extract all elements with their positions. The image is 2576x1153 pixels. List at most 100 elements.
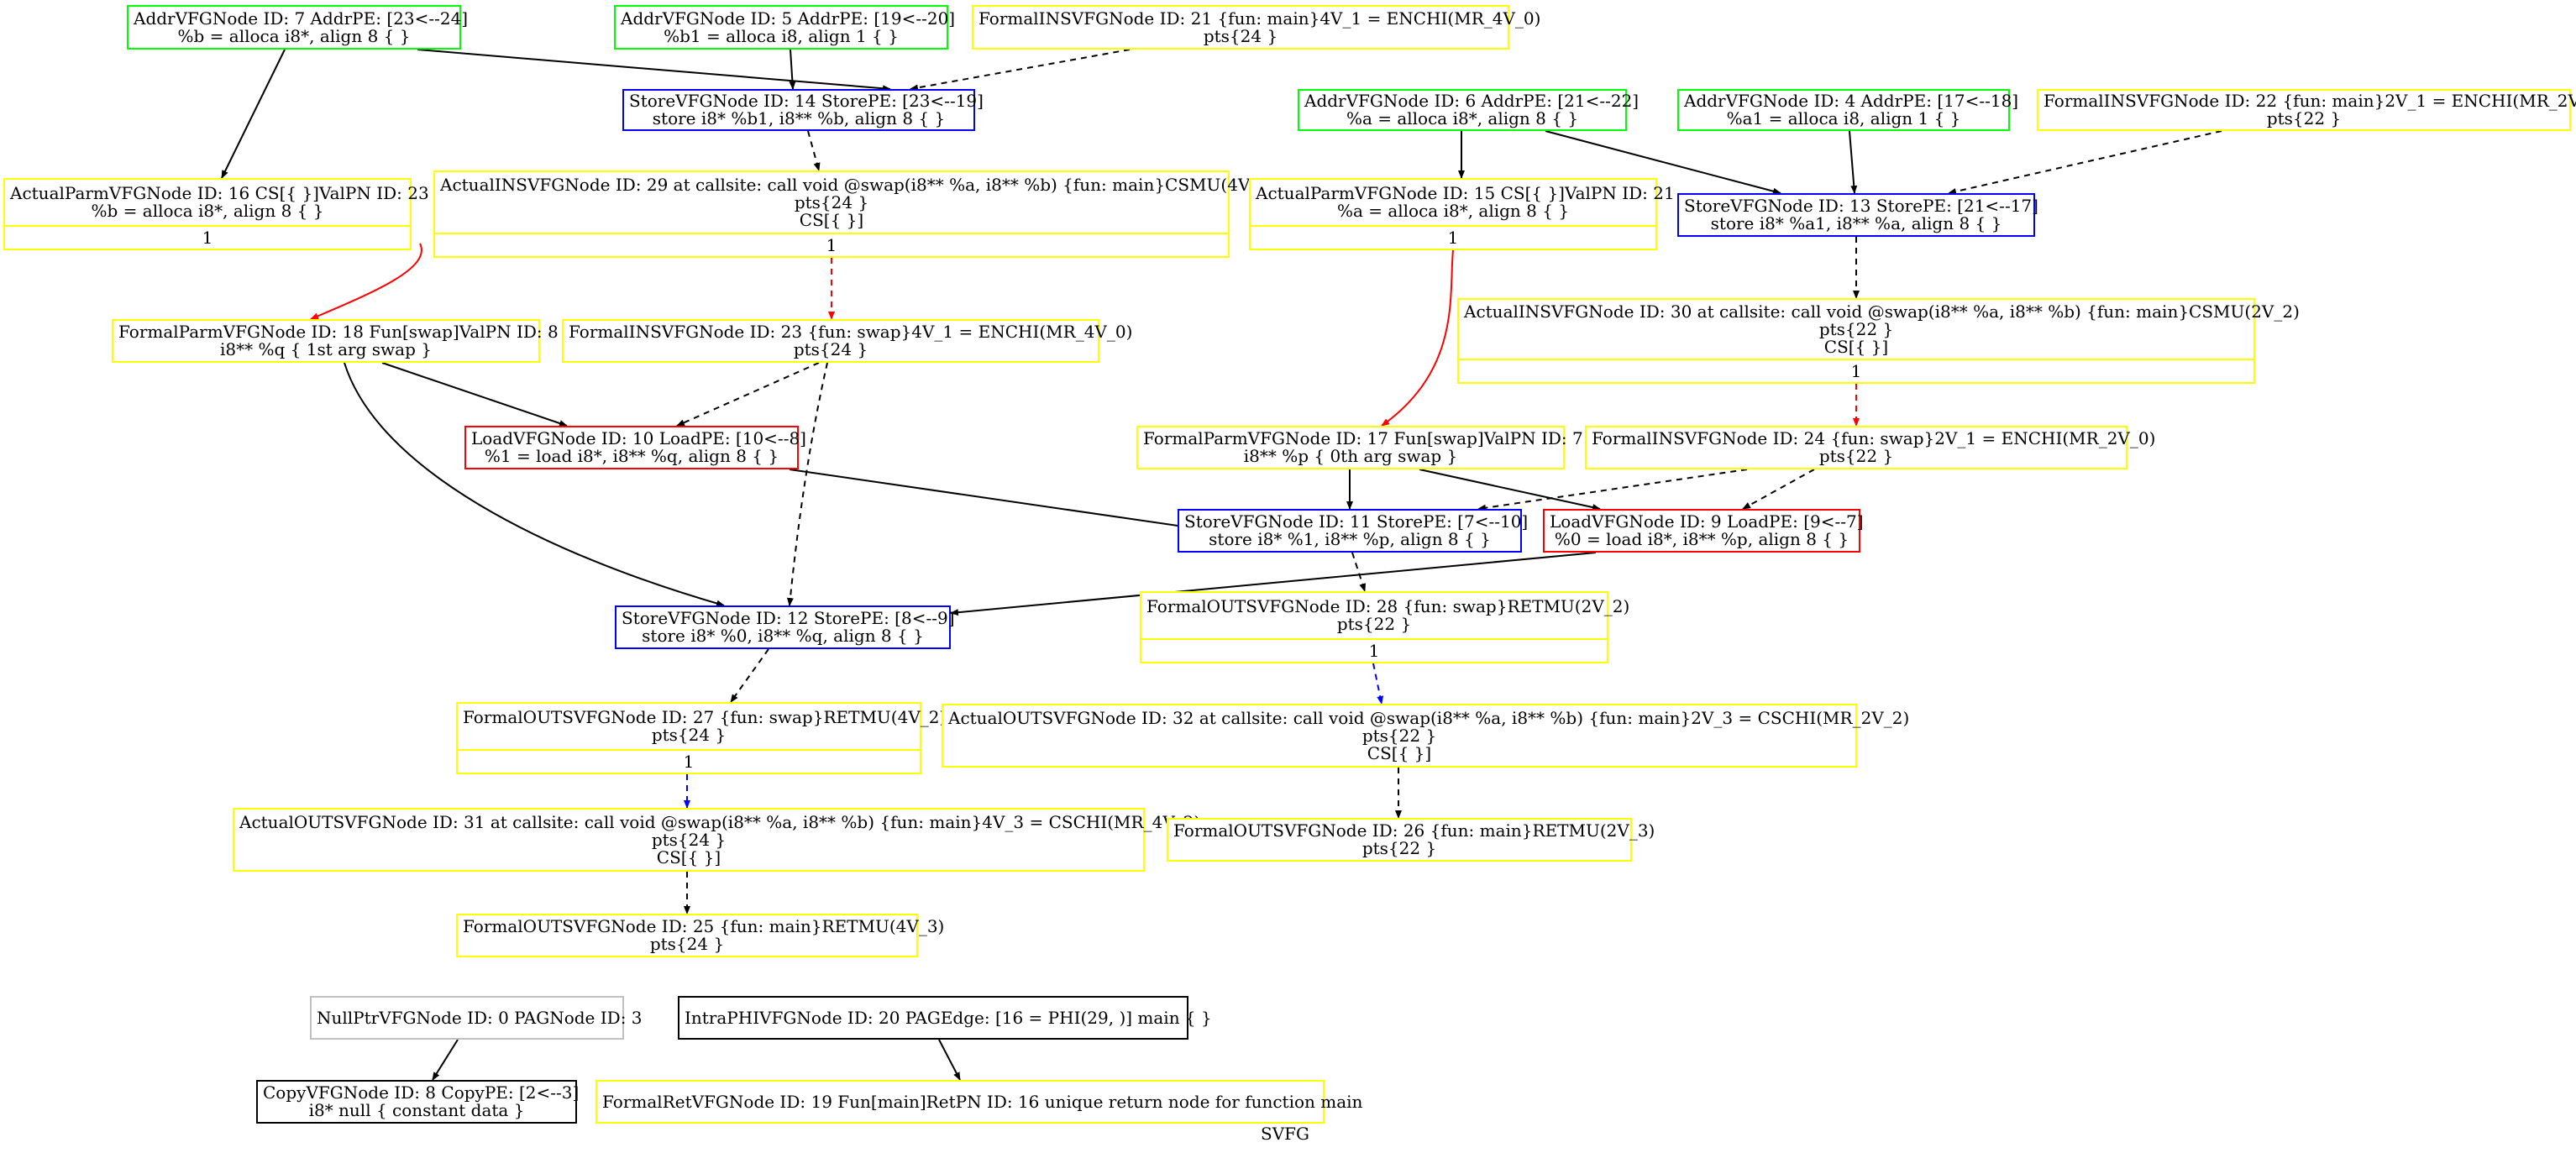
addr-node-6: AddrVFGNode ID: 6 AddrPE: [21<--22]%a = … xyxy=(1298,89,1640,131)
node-text: pts{22 } xyxy=(1818,318,1894,339)
node-text: NullPtrVFGNode ID: 0 PAGNode ID: 3 xyxy=(317,1007,643,1028)
store-node-12: StoreVFGNode ID: 12 StorePE: [8<--9]stor… xyxy=(615,605,955,649)
node-text: CS[{ }] xyxy=(1823,336,1889,357)
node-text: i8** %p { 0th arg swap } xyxy=(1243,446,1458,466)
node-text: FormalOUTSVFGNode ID: 27 {fun: swap}RETM… xyxy=(463,707,947,727)
edge-2 xyxy=(789,49,796,90)
node-text: FormalOUTSVFGNode ID: 25 {fun: main}RETM… xyxy=(463,916,945,936)
load-node-9: LoadVFGNode ID: 9 LoadPE: [9<--7]%0 = lo… xyxy=(1543,509,1864,553)
node-text: %a = alloca i8*, align 8 { } xyxy=(1346,108,1579,128)
edge-0 xyxy=(221,49,286,179)
node-text: FormalParmVFGNode ID: 18 Fun[swap]ValPN … xyxy=(118,322,559,342)
edge-17 xyxy=(344,362,725,607)
node-text: ActualParmVFGNode ID: 16 CS[{ }]ValPN ID… xyxy=(10,183,429,203)
edge-7 xyxy=(1849,130,1858,194)
edge-24 xyxy=(1351,552,1367,592)
graph-title: SVFG xyxy=(1261,1124,1309,1144)
node-text: pts{24 } xyxy=(793,339,868,359)
formal-out-node-26: FormalOUTSVFGNode ID: 26 {fun: main}RETM… xyxy=(1167,818,1655,862)
formal-in-node-24: FormalINSVFGNode ID: 24 {fun: swap}2V_1 … xyxy=(1585,426,2156,469)
node-port: 1 xyxy=(5,225,410,249)
actual-out-node-31: ActualOUTSVFGNode ID: 31 at callsite: ca… xyxy=(233,808,1200,872)
node-text: %a1 = alloca i8, align 1 { } xyxy=(1726,108,1961,128)
node-text: i8* null { constant data } xyxy=(308,1100,525,1120)
edge-4 xyxy=(807,130,821,171)
node-text: StoreVFGNode ID: 14 StorePE: [23<--19] xyxy=(629,91,984,111)
node-text: store i8* %1, i8** %p, align 8 { } xyxy=(1209,529,1491,549)
node-text: %b = alloca i8*, align 8 { } xyxy=(177,25,411,46)
node-text: AddrVFGNode ID: 6 AddrPE: [21<--22] xyxy=(1304,91,1640,111)
copy-node-8: CopyVFGNode ID: 8 CopyPE: [2<--3]i8* nul… xyxy=(256,1080,580,1124)
node-text: i8** %q { 1st arg swap } xyxy=(220,339,432,359)
formal-ret-node-19: FormalRetVFGNode ID: 19 Fun[main]RetPN I… xyxy=(595,1080,1363,1124)
edge-26 xyxy=(730,648,769,703)
actual-in-node-30: ActualINSVFGNode ID: 30 at callsite: cal… xyxy=(1457,298,2300,384)
node-text: FormalParmVFGNode ID: 17 Fun[swap]ValPN … xyxy=(1143,428,1583,448)
node-text: LoadVFGNode ID: 9 LoadPE: [9<--7] xyxy=(1550,511,1864,532)
node-text: %b = alloca i8*, align 8 { } xyxy=(91,201,324,221)
formal-in-node-21: FormalINSVFGNode ID: 21 {fun: main}4V_1 … xyxy=(972,5,1541,50)
actual-out-node-32: ActualOUTSVFGNode ID: 32 at callsite: ca… xyxy=(942,704,1909,768)
store-node-13: StoreVFGNode ID: 13 StorePE: [21<--17]st… xyxy=(1677,193,2038,237)
node-text: store i8* %0, i8** %q, align 8 { } xyxy=(642,626,924,646)
edge-6 xyxy=(1545,130,1781,195)
node-text: AddrVFGNode ID: 4 AddrPE: [17<--18] xyxy=(1684,91,2019,111)
node-text: StoreVFGNode ID: 12 StorePE: [8<--9] xyxy=(622,608,955,628)
node-text: StoreVFGNode ID: 11 StorePE: [7<--10] xyxy=(1184,511,1529,532)
node-text: CopyVFGNode ID: 8 CopyPE: [2<--3] xyxy=(263,1082,580,1103)
formal-in-node-22: FormalINSVFGNode ID: 22 {fun: main}2V_1 … xyxy=(2037,89,2576,131)
addr-node-4: AddrVFGNode ID: 4 AddrPE: [17<--18]%a1 =… xyxy=(1677,89,2019,131)
node-text: pts{22 } xyxy=(1336,614,1412,634)
node-port: 1 xyxy=(435,233,1228,256)
formal-parm-node-18: FormalParmVFGNode ID: 18 Fun[swap]ValPN … xyxy=(112,319,559,363)
node-text: ActualINSVFGNode ID: 29 at callsite: cal… xyxy=(440,174,1276,195)
node-text: LoadVFGNode ID: 10 LoadPE: [10<--8] xyxy=(471,428,806,448)
node-text: CS[{ }] xyxy=(799,209,864,230)
node-text: pts{22 } xyxy=(2266,108,2342,128)
edge-1 xyxy=(417,49,891,92)
edge-3 xyxy=(910,49,1131,92)
node-port: 1 xyxy=(1459,359,2253,382)
node-text: pts{24 } xyxy=(649,934,725,954)
node-text: pts{24 } xyxy=(651,829,727,850)
node-text: %0 = load i8*, i8** %p, align 8 { } xyxy=(1554,529,1849,549)
node-text: pts{24 } xyxy=(651,725,727,745)
node-port: 1 xyxy=(1141,638,1607,662)
edge-25 xyxy=(1372,663,1384,705)
node-text: IntraPHIVFGNode ID: 20 PAGEdge: [16 = PH… xyxy=(685,1007,1212,1028)
addr-node-5: AddrVFGNode ID: 5 AddrPE: [19<--20]%b1 =… xyxy=(614,5,956,50)
node-port: 1 xyxy=(1251,225,1655,249)
edge-11 xyxy=(310,243,422,320)
node-text: pts{22 } xyxy=(1361,725,1437,746)
edge-14 xyxy=(381,362,568,427)
node-text: store i8* %a1, i8** %a, align 8 { } xyxy=(1710,213,2002,233)
node-text: CS[{ }] xyxy=(656,846,721,867)
node-text: AddrVFGNode ID: 7 AddrPE: [23<--24] xyxy=(134,8,469,29)
edge-19 xyxy=(1477,469,1748,511)
intra-phi-node-20: IntraPHIVFGNode ID: 20 PAGEdge: [16 = PH… xyxy=(678,996,1212,1040)
node-text: AddrVFGNode ID: 5 AddrPE: [19<--20] xyxy=(621,8,956,29)
node-port: 1 xyxy=(458,749,920,773)
node-text: FormalINSVFGNode ID: 24 {fun: swap}2V_1 … xyxy=(1592,428,2156,448)
edge-22 xyxy=(1419,469,1601,511)
node-text: pts{24 } xyxy=(1203,25,1278,46)
node-text: store i8* %b1, i8** %b, align 8 { } xyxy=(652,108,946,128)
formal-parm-node-17: FormalParmVFGNode ID: 17 Fun[swap]ValPN … xyxy=(1136,426,1583,469)
edge-13 xyxy=(1381,249,1454,427)
addr-node-7: AddrVFGNode ID: 7 AddrPE: [23<--24]%b = … xyxy=(127,5,469,50)
edge-23 xyxy=(950,552,1597,616)
node-text: %a = alloca i8*, align 8 { } xyxy=(1336,201,1570,221)
node-text: pts{24 } xyxy=(794,191,869,212)
node-text: pts{22 } xyxy=(1818,446,1894,466)
node-text: FormalRetVFGNode ID: 19 Fun[main]RetPN I… xyxy=(602,1091,1363,1112)
node-text: %b1 = alloca i8, align 1 { } xyxy=(664,25,899,46)
load-node-10: LoadVFGNode ID: 10 LoadPE: [10<--8]%1 = … xyxy=(464,426,806,469)
edge-18 xyxy=(789,469,1202,532)
node-text: StoreVFGNode ID: 13 StorePE: [21<--17] xyxy=(1684,196,2038,216)
node-text: FormalINSVFGNode ID: 21 {fun: main}4V_1 … xyxy=(978,8,1541,29)
edge-8 xyxy=(1948,130,2222,195)
formal-out-node-27: FormalOUTSVFGNode ID: 27 {fun: swap}RETM… xyxy=(456,702,947,774)
node-text: FormalINSVFGNode ID: 22 {fun: main}2V_1 … xyxy=(2043,91,2576,111)
actual-parm-node-16: ActualParmVFGNode ID: 16 CS[{ }]ValPN ID… xyxy=(3,178,429,250)
